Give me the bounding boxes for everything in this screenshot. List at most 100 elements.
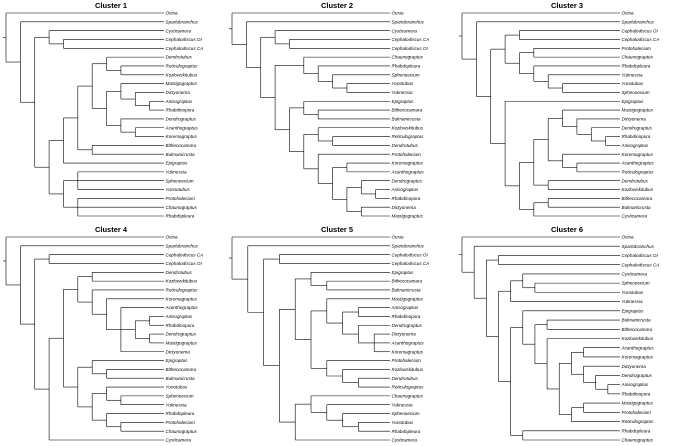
leaf-label-yuknessia: Yuknessia xyxy=(622,299,643,304)
leaf-label-dictyonema: Dictyonema xyxy=(392,205,417,210)
leaf-label-cephalodiscus-ca: Cephalodiscus CA xyxy=(166,252,204,257)
leaf-label-bulmanicrusta: Bulmanicrusta xyxy=(166,152,196,157)
cluster-2-panel: Cluster 2OesiaSpartobranchusCysticameraC… xyxy=(229,1,429,219)
leaf-label-bulmanicrusta: Bulmanicrusta xyxy=(166,376,196,381)
leaf-label-yuknessia: Yuknessia xyxy=(166,169,187,174)
leaf-label-cysticamera: Cysticamera xyxy=(622,272,648,277)
leaf-label-oesia: Oesia xyxy=(622,11,634,16)
leaf-label-cephalodiscus-ca: Cephalodiscus CA xyxy=(166,46,204,51)
cluster-title: Cluster 1 xyxy=(95,1,127,10)
leaf-label-rhabdinopora: Rhabdinopora xyxy=(166,108,195,113)
leaf-label-protohalecium: Protohalecium xyxy=(166,420,196,425)
leaf-label-rhabdopleura: Rhabdopleura xyxy=(166,214,195,219)
leaf-label-protohalecium: Protohalecium xyxy=(166,196,196,201)
leaf-label-mastigograptus: Mastigograptus xyxy=(622,401,654,406)
leaf-label-koremagraptus: Koremagraptus xyxy=(622,355,654,360)
leaf-label-koremagraptus: Koremagraptus xyxy=(166,296,198,301)
leaf-label-sphenoecium: Sphenoecium xyxy=(392,411,420,416)
leaf-label-acanthograptus: Acanthograptus xyxy=(391,341,425,346)
leaf-label-kozlowskitubus: Kozlowskitubus xyxy=(166,279,198,284)
leaf-label-kozlowskitubus: Kozlowskitubus xyxy=(166,72,198,77)
leaf-label-kozlowskitubus: Kozlowskitubus xyxy=(392,367,424,372)
leaf-label-bithecocamara: Bithecocamara xyxy=(166,367,197,372)
leaf-label-reticulograptus: Reticulograptus xyxy=(622,419,655,424)
leaf-label-bulmanicrusta: Bulmanicrusta xyxy=(622,205,652,210)
leaf-label-yunotubus: Yunotubus xyxy=(622,290,644,295)
leaf-label-mastigograptus: Mastigograptus xyxy=(392,214,424,219)
cluster-4-panel: Cluster 4OesiaSpartobranchusCephalodiscu… xyxy=(3,225,203,443)
leaf-label-oesia: Oesia xyxy=(392,235,404,240)
leaf-label-dictyonema: Dictyonema xyxy=(622,117,647,122)
leaf-label-dendrotubus: Dendrotubus xyxy=(392,376,419,381)
leaf-label-acanthograptus: Acanthograptus xyxy=(165,305,199,310)
leaf-label-cephalodiscus-oi: Cephalodiscus OI xyxy=(622,253,659,258)
leaf-label-anisograptus: Anisograptus xyxy=(165,99,194,104)
leaf-label-chaunograptus: Chaunograptus xyxy=(166,205,198,210)
leaf-label-dendrograptus: Dendrograptus xyxy=(622,125,653,130)
leaf-label-epigraptus: Epigraptus xyxy=(166,161,189,166)
cluster-3-panel: Cluster 3OesiaSpartobranchusCephalodiscu… xyxy=(459,1,659,219)
leaf-label-cysticamera: Cysticamera xyxy=(622,214,648,219)
leaf-label-cysticamera: Cysticamera xyxy=(392,438,418,443)
leaf-label-bulmanicrusta: Bulmanicrusta xyxy=(392,288,422,293)
leaf-label-rhabdopleura: Rhabdopleura xyxy=(392,64,421,69)
leaf-label-dictyonema: Dictyonema xyxy=(166,349,191,354)
leaf-label-dendrotubus: Dendrotubus xyxy=(166,55,193,60)
leaf-label-cephalodiscus-oi: Cephalodiscus OI xyxy=(622,28,659,33)
leaf-label-bulmanicrusta: Bulmanicrusta xyxy=(622,318,652,323)
leaf-label-yuknessia: Yuknessia xyxy=(392,90,413,95)
cluster-title: Cluster 5 xyxy=(321,225,353,234)
leaf-label-cysticamera: Cysticamera xyxy=(392,28,418,33)
leaf-label-dictyonema: Dictyonema xyxy=(622,364,647,369)
leaf-label-dendrotubus: Dendrotubus xyxy=(622,178,649,183)
leaf-label-cysticamera: Cysticamera xyxy=(166,28,192,33)
leaf-label-rhabdopleura: Rhabdopleura xyxy=(166,411,195,416)
leaf-label-yuknessia: Yuknessia xyxy=(622,72,643,77)
leaf-label-spartobranchus: Spartobranchus xyxy=(392,243,425,248)
leaf-label-reticulograptus: Reticulograptus xyxy=(392,134,425,139)
leaf-label-sphenoecium: Sphenoecium xyxy=(392,72,420,77)
leaf-label-yunotubus: Yunotubus xyxy=(392,81,414,86)
leaf-label-oesia: Oesia xyxy=(166,11,178,16)
leaf-label-dendrograptus: Dendrograptus xyxy=(166,332,197,337)
leaf-label-reticulograptus: Reticulograptus xyxy=(166,288,199,293)
leaf-label-koremagraptus: Koremagraptus xyxy=(392,161,424,166)
leaf-label-cephalodiscus-ca: Cephalodiscus CA xyxy=(622,37,660,42)
leaf-label-epigraptus: Epigraptus xyxy=(622,99,645,104)
leaf-label-cephalodiscus-oi: Cephalodiscus OI xyxy=(166,37,203,42)
cluster-title: Cluster 3 xyxy=(551,1,583,10)
leaf-label-cephalodiscus-ca: Cephalodiscus CA xyxy=(622,262,660,267)
leaf-label-protohalecium: Protohalecium xyxy=(622,46,652,51)
leaf-label-spartobranchus: Spartobranchus xyxy=(392,19,425,24)
leaf-label-mastigograptus: Mastigograptus xyxy=(622,108,654,113)
leaf-label-koremagraptus: Koremagraptus xyxy=(166,134,198,139)
leaf-label-mastigograptus: Mastigograptus xyxy=(166,81,198,86)
leaf-label-sphenoecium: Sphenoecium xyxy=(622,281,650,286)
leaf-label-sphenoecium: Sphenoecium xyxy=(166,393,194,398)
leaf-label-bulmanicrusta: Bulmanicrusta xyxy=(392,117,422,122)
leaf-label-dictyonema: Dictyonema xyxy=(392,332,417,337)
leaf-label-epigraptus: Epigraptus xyxy=(392,99,415,104)
leaf-label-reticulograptus: Reticulograptus xyxy=(392,385,425,390)
leaf-label-anisograptus: Anisograptus xyxy=(165,314,194,319)
leaf-label-dendrograptus: Dendrograptus xyxy=(166,117,197,122)
leaf-label-oesia: Oesia xyxy=(622,235,634,240)
leaf-label-yuknessia: Yuknessia xyxy=(166,402,187,407)
leaf-label-spartobranchus: Spartobranchus xyxy=(622,244,655,249)
cluster-1-panel: Cluster 1OesiaSpartobranchusCysticameraC… xyxy=(3,1,203,219)
leaf-label-bithecocamara: Bithecocamara xyxy=(166,143,197,148)
leaf-label-protohalecium: Protohalecium xyxy=(622,410,652,415)
leaf-label-cephalodiscus-oi: Cephalodiscus OI xyxy=(392,252,429,257)
leaf-label-koremagraptus: Koremagraptus xyxy=(392,349,424,354)
leaf-label-kozlowskitubus: Kozlowskitubus xyxy=(392,125,424,130)
leaf-label-dendrograptus: Dendrograptus xyxy=(392,323,423,328)
leaf-label-rhabdinopora: Rhabdinopora xyxy=(392,314,421,319)
cluster-5-panel: Cluster 5 OesiaSpartobranchusCephalodiscu… xyxy=(229,225,429,443)
leaf-label-koremagraptus: Koremagraptus xyxy=(622,152,654,157)
leaf-label-cephalodiscus-oi: Cephalodiscus OI xyxy=(392,46,429,51)
leaf-label-acanthograptus: Acanthograptus xyxy=(165,125,199,130)
leaf-label-yunotubus: Yunotubus xyxy=(392,420,414,425)
cluster-6-panel: Cluster 6OesiaSpartobranchusCephalodiscu… xyxy=(459,225,659,443)
leaf-label-cephalodiscus-ca: Cephalodiscus CA xyxy=(392,261,430,266)
leaf-label-chaunograptus: Chaunograptus xyxy=(622,55,654,60)
